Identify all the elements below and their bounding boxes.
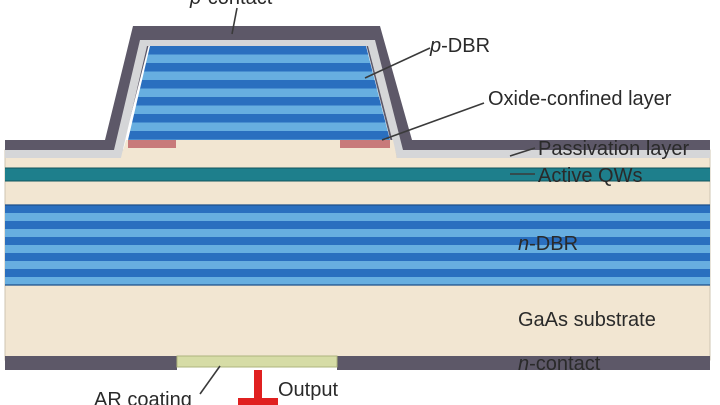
label-p-dbr: p-DBR <box>429 35 490 57</box>
n-contact-right <box>337 356 710 370</box>
label-output: Output <box>278 379 338 401</box>
n-contact-left <box>5 356 177 370</box>
active-qw-layer <box>5 168 710 181</box>
n-dbr-stripe <box>5 221 710 229</box>
p-dbr-stripe <box>128 131 390 140</box>
p-dbr-stripe <box>128 46 390 55</box>
p-dbr-stack <box>128 46 390 140</box>
label-gaas-substrate: GaAs substrate <box>518 309 656 331</box>
n-dbr-stripe <box>5 205 710 213</box>
p-dbr-stripe <box>128 122 390 131</box>
n-dbr-stripe <box>5 261 710 269</box>
p-dbr-stripe <box>128 97 390 106</box>
ar-coating <box>176 355 338 368</box>
p-dbr-stripe <box>128 80 390 89</box>
n-dbr-stripe <box>5 253 710 261</box>
leader-p-contact <box>231 7 238 35</box>
label-p-contact: p-contact <box>189 0 273 9</box>
p-contact-metal <box>5 26 710 158</box>
leader-p-dbr <box>364 47 431 79</box>
label-n-contact: n-contact <box>518 353 601 375</box>
oxide-layer-left <box>128 140 176 148</box>
leader-ar-coating <box>199 365 221 395</box>
n-dbr-stripe <box>5 269 710 277</box>
mesa-base <box>121 140 397 158</box>
n-dbr-stripe <box>5 277 710 285</box>
output-arrow-shaft <box>254 370 262 400</box>
n-dbr-stripe <box>5 245 710 253</box>
p-dbr-stripe <box>128 63 390 72</box>
n-dbr-stripe <box>5 229 710 237</box>
p-dbr-stripe <box>128 105 390 114</box>
p-dbr-stripe <box>128 71 390 80</box>
leader-oxide <box>381 102 485 141</box>
p-dbr-stripe <box>128 88 390 97</box>
n-dbr-stack <box>5 205 710 285</box>
n-dbr-stripe <box>5 237 710 245</box>
p-dbr-stripe <box>128 139 390 140</box>
p-dbr-stripe <box>128 54 390 63</box>
n-dbr-stripe <box>5 213 710 221</box>
label-n-dbr: n-DBR <box>518 233 578 255</box>
label-ar-coating: AR coating <box>94 389 192 405</box>
label-active-qws: Active QWs <box>538 165 642 187</box>
label-passivation-layer: Passivation layer <box>538 138 690 160</box>
output-arrow-base <box>238 398 278 405</box>
p-dbr-stripe <box>128 114 390 123</box>
label-oxide-confined-layer: Oxide-confined layer <box>488 88 672 110</box>
oxide-layer-right <box>340 140 390 148</box>
leader-passivation <box>509 147 536 157</box>
